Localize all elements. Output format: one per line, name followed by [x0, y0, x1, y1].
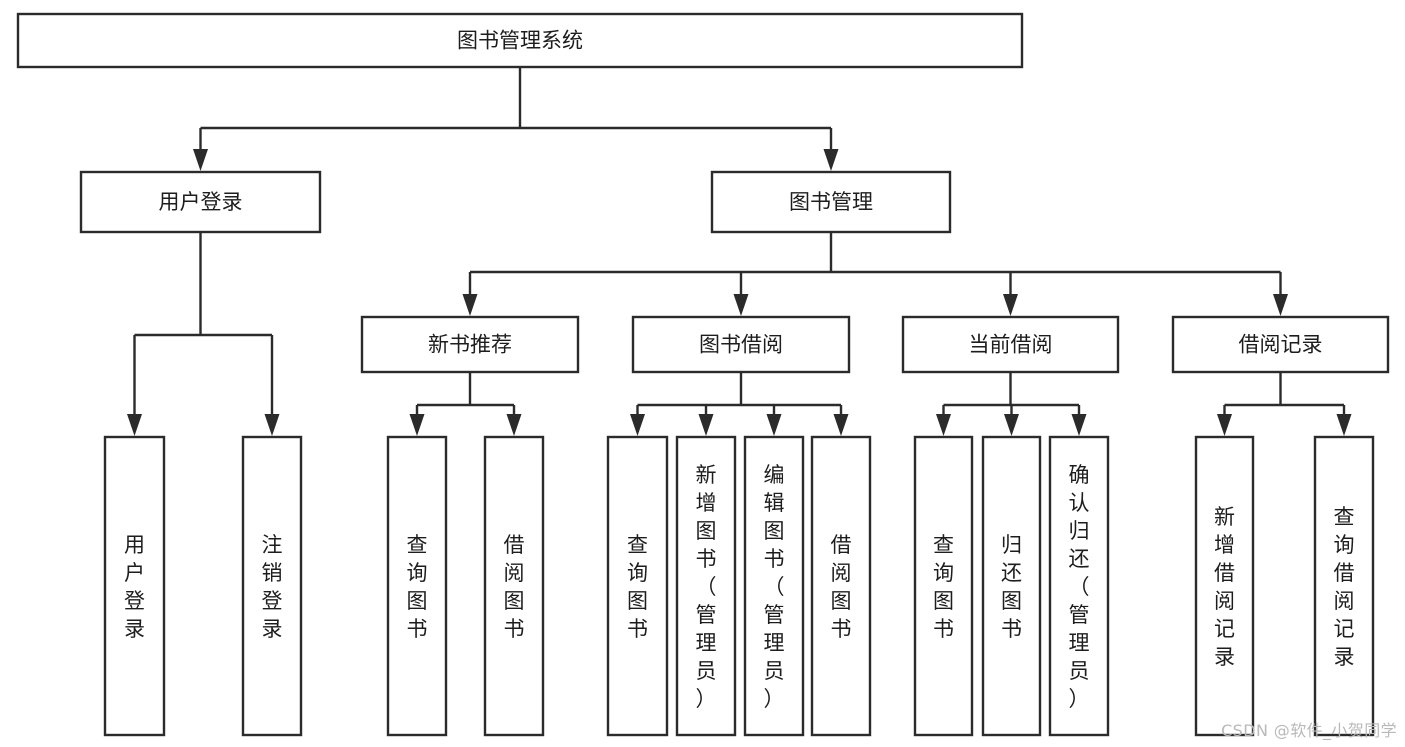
node-leaf-add-rec[interactable]: 新增借阅记录: [1194, 435, 1255, 737]
node-label: 新增图书（管理员）: [696, 463, 717, 711]
connector-arrow-icon: [264, 414, 280, 436]
node-new-book-rec[interactable]: 新书推荐: [360, 315, 580, 374]
node-leaf-query-2[interactable]: 查询图书: [606, 435, 669, 737]
node-box: [1313, 435, 1375, 737]
node-leaf-query-rec[interactable]: 查询借阅记录: [1313, 435, 1375, 737]
node-box: [360, 315, 580, 374]
connector-arrow-icon: [506, 414, 522, 436]
connector-arrow-icon: [733, 294, 749, 316]
node-label: 图书管理: [789, 190, 873, 214]
connector-arrow-icon: [936, 414, 951, 436]
node-box: [675, 435, 737, 737]
node-label: 借阅图书: [504, 533, 525, 641]
node-layer: 图书管理系统用户登录图书管理新书推荐图书借阅当前借阅借阅记录用户登录注销登录查询…: [16, 12, 1390, 737]
node-box: [981, 435, 1042, 737]
node-user-login[interactable]: 用户登录: [79, 170, 322, 234]
connector-arrow-icon: [127, 414, 142, 436]
node-label: 查询图书: [627, 533, 648, 641]
node-box: [710, 170, 952, 234]
connector-layer: [127, 67, 1352, 436]
node-box: [1048, 435, 1110, 737]
connector-arrow-icon: [1004, 414, 1019, 436]
node-label: 借阅图书: [831, 533, 852, 641]
node-leaf-confirm[interactable]: 确认归还（管理员）: [1048, 435, 1110, 737]
node-label: 查询图书: [407, 533, 428, 641]
connector-arrow-icon: [409, 414, 425, 436]
node-label: 归还图书: [1001, 533, 1022, 641]
node-box: [79, 170, 322, 234]
node-box: [241, 435, 303, 737]
connector-group-book-borrow: [630, 372, 849, 436]
node-label: 新增借阅记录: [1214, 505, 1235, 669]
connector-arrow-icon: [1003, 294, 1018, 316]
node-box: [743, 435, 805, 737]
node-box: [810, 435, 872, 737]
node-box: [901, 315, 1120, 374]
node-book-borrow[interactable]: 图书借阅: [631, 315, 851, 374]
node-borrow-record[interactable]: 借阅记录: [1171, 315, 1390, 374]
connector-group-current-borrow: [936, 372, 1087, 436]
connector-group-new-book-rec: [409, 372, 522, 436]
connector-group-book-manage: [462, 232, 1288, 316]
node-leaf-borrow-1[interactable]: 借阅图书: [483, 435, 545, 737]
node-label: 图书管理系统: [457, 29, 583, 53]
connector-arrow-icon: [823, 149, 839, 171]
node-label: 新书推荐: [428, 333, 512, 357]
node-box: [631, 315, 851, 374]
node-label: 确认归还（管理员）: [1069, 463, 1090, 711]
node-label: 当前借阅: [969, 333, 1053, 357]
connector-arrow-icon: [1273, 294, 1288, 316]
node-leaf-edit-book[interactable]: 编辑图书（管理员）: [743, 435, 805, 737]
node-box: [1171, 315, 1390, 374]
connector-group-user-login: [127, 232, 280, 436]
node-label: 用户登录: [124, 533, 145, 641]
connector-arrow-icon: [630, 414, 645, 436]
connector-arrow-icon: [1336, 414, 1352, 436]
node-box: [606, 435, 669, 737]
node-leaf-logout[interactable]: 注销登录: [241, 435, 303, 737]
connector-arrow-icon: [1071, 414, 1087, 436]
node-label: 注销登录: [262, 533, 283, 641]
node-label: 编辑图书（管理员）: [764, 463, 785, 711]
node-current-borrow[interactable]: 当前借阅: [901, 315, 1120, 374]
node-leaf-return[interactable]: 归还图书: [981, 435, 1042, 737]
node-root[interactable]: 图书管理系统: [16, 12, 1024, 69]
node-box: [1194, 435, 1255, 737]
node-box: [913, 435, 974, 737]
connector-arrow-icon: [462, 294, 478, 316]
connector-group-root: [193, 67, 839, 171]
node-box: [386, 435, 448, 737]
node-label: 用户登录: [159, 190, 243, 214]
node-box: [16, 12, 1024, 69]
node-leaf-query-3[interactable]: 查询图书: [913, 435, 974, 737]
node-leaf-borrow-2[interactable]: 借阅图书: [810, 435, 872, 737]
connector-arrow-icon: [766, 414, 782, 436]
node-leaf-user-login[interactable]: 用户登录: [103, 435, 166, 737]
connector-arrow-icon: [833, 414, 849, 436]
node-label: 图书借阅: [699, 333, 783, 357]
node-box: [103, 435, 166, 737]
node-label: 查询图书: [933, 533, 954, 641]
node-book-manage[interactable]: 图书管理: [710, 170, 952, 234]
connector-arrow-icon: [1217, 414, 1232, 436]
node-label: 借阅记录: [1239, 333, 1323, 357]
connector-arrow-icon: [698, 414, 714, 436]
node-label: 查询借阅记录: [1334, 505, 1355, 669]
connector-arrow-icon: [193, 149, 208, 171]
node-box: [483, 435, 545, 737]
node-leaf-add-book[interactable]: 新增图书（管理员）: [675, 435, 737, 737]
node-leaf-query-1[interactable]: 查询图书: [386, 435, 448, 737]
connector-group-borrow-record: [1217, 372, 1352, 436]
